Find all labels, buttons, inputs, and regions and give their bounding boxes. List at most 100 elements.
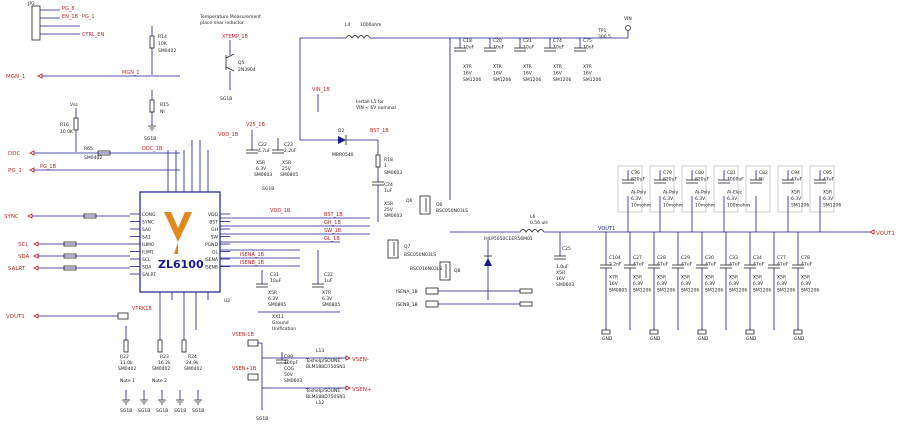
svg-text:2N3904: 2N3904 xyxy=(238,67,256,73)
resistor-r18: R18 1 SM0603 xyxy=(375,140,402,182)
ground-label: SG1B xyxy=(156,408,168,414)
output-capacitor-label: 47uF xyxy=(705,262,717,268)
svg-text:C22: C22 xyxy=(258,142,267,148)
port-vout-in[interactable]: VOUT1 xyxy=(6,313,118,320)
output-capacitor-label: 47uF xyxy=(777,262,789,268)
svg-text:10.0K: 10.0K xyxy=(60,129,74,135)
ic-pin-label: ILIM0 xyxy=(142,242,154,248)
input-capacitor-label: 10uF xyxy=(493,45,505,51)
svg-text:VSEN-1B: VSEN-1B xyxy=(232,332,254,338)
svg-text:EN_1B: EN_1B xyxy=(62,14,79,20)
ground-label: SG1B xyxy=(120,408,132,414)
ground-label: GND xyxy=(698,336,709,342)
svg-text:DDC_1B: DDC_1B xyxy=(142,146,163,152)
input-capacitor-label: XTR xyxy=(493,64,502,70)
bulk-capacitor-label: 10mohm xyxy=(631,203,651,209)
ic-zl6100: ZL6100 U2 CONGSYNCSA0SA1ILIM0ILIM1SCLSDA… xyxy=(130,140,230,330)
ic-pin-label: ILIM1 xyxy=(142,250,154,256)
svg-text:SM0402: SM0402 xyxy=(84,155,102,161)
svg-text:MGN_1: MGN_1 xyxy=(122,70,140,76)
gate-nets: BST_1B GH_1B SW_1B GL_1B ISENA_1B ISENB_… xyxy=(220,212,370,267)
port-mgn[interactable]: MGN_1 MGN_1 xyxy=(6,70,180,80)
ic-pin-label: GL xyxy=(212,250,218,256)
port-sda[interactable]: SDA xyxy=(18,253,130,260)
ground-symbol xyxy=(745,329,755,335)
svg-text:Install L5 for: Install L5 for xyxy=(356,99,384,105)
svg-text:VIN < 6V nominal: VIN < 6V nominal xyxy=(356,105,396,111)
output-capacitor-label: C28 xyxy=(657,255,666,261)
port-ddc[interactable]: DDC R65 SM0402 DDC_1B xyxy=(8,146,180,161)
svg-text:SM0603: SM0603 xyxy=(254,172,272,178)
svg-text:ISENA_1B: ISENA_1B xyxy=(396,289,418,295)
svg-text:C24: C24 xyxy=(384,182,393,188)
svg-text:R15: R15 xyxy=(160,102,169,108)
port-salrt[interactable]: SALRT xyxy=(8,265,130,272)
svg-text:1uF: 1uF xyxy=(384,188,393,194)
input-capacitor-label: SM1206 xyxy=(463,77,481,83)
bulk-capacitor-frame xyxy=(617,165,643,213)
bulk-capacitor-label: Al-Poly xyxy=(631,190,647,196)
output-capacitor-label: C78 xyxy=(801,255,810,261)
svg-text:1: 1 xyxy=(384,163,387,169)
svg-text:6.3V: 6.3V xyxy=(322,296,333,302)
svg-text:VDD_1B: VDD_1B xyxy=(218,132,239,138)
svg-text:PG_8: PG_8 xyxy=(62,6,75,12)
bulk-capacitor-label: 6.3V xyxy=(695,196,706,202)
svg-text:SM0805: SM0805 xyxy=(280,172,298,178)
port-vsenm[interactable]: VSEN- xyxy=(340,355,369,363)
svg-text:R24: R24 xyxy=(188,354,197,360)
svg-text:Ground: Ground xyxy=(272,320,289,326)
capacitor-c24: C24 1uF X5R 25V SM0603 xyxy=(372,181,402,222)
svg-text:Toshelp/SOUNE: Toshelp/SOUNE xyxy=(305,388,340,394)
svg-text:X5R: X5R xyxy=(384,201,393,207)
vin-testpoint[interactable]: VIN TP1 300.5 xyxy=(450,16,632,40)
bulk-capacitor-bank: C36820uFAl-Poly6.3V10mohmC79820uFAl-Poly… xyxy=(617,165,841,232)
resistor-r16: Vss R16 10.0K xyxy=(60,102,78,152)
bulk-capacitor-label: C82 xyxy=(759,170,768,176)
port-vsenp[interactable]: VSEN+ xyxy=(340,385,372,393)
bulk-capacitor-label: 10mohm xyxy=(695,203,715,209)
svg-text:C99: C99 xyxy=(284,354,293,360)
svg-text:SG1B: SG1B xyxy=(220,96,232,102)
svg-text:R23: R23 xyxy=(160,354,169,360)
svg-text:100pF: 100pF xyxy=(284,360,298,366)
output-capacitor-label: SM1206 xyxy=(633,288,651,294)
ground-symbol xyxy=(601,329,611,335)
transistor-q5: Temperature Measurement place near induc… xyxy=(199,14,261,102)
output-capacitor-label: SM1206 xyxy=(801,288,819,294)
svg-text:JP2: JP2 xyxy=(27,1,35,7)
ground-symbol xyxy=(649,329,659,335)
svg-text:IHLP5050CEER56M01: IHLP5050CEER56M01 xyxy=(484,236,533,242)
svg-text:4.7uF: 4.7uF xyxy=(258,148,271,154)
output-capacitor-label: 6.3V xyxy=(633,281,644,287)
output-capacitor-label: 6.3V xyxy=(729,281,740,287)
output-capacitor-label: SM1206 xyxy=(777,288,795,294)
svg-text:SG1B: SG1B xyxy=(256,416,268,422)
port-vout-out[interactable]: VOUT1 xyxy=(868,229,895,237)
svg-text:V25_1B: V25_1B xyxy=(246,122,265,128)
port-pg[interactable]: PG_1 PG_1B xyxy=(8,164,180,174)
port-sync[interactable]: SYNC xyxy=(4,213,130,220)
ic-pin-label: BST xyxy=(209,220,218,226)
svg-text:ZL6100: ZL6100 xyxy=(158,258,204,271)
svg-text:C25: C25 xyxy=(562,246,571,252)
input-capacitor-label: C75 xyxy=(583,38,592,44)
input-capacitor-label: XTR xyxy=(463,64,472,70)
bulk-capacitor-label: 47uF xyxy=(823,177,835,183)
mosfet-q8: BSC016N03LS Q8 xyxy=(410,240,492,300)
bulk-capacitor-label: 6.3V xyxy=(631,196,642,202)
output-capacitor-label: X5R xyxy=(777,275,786,281)
output-capacitor-label: C29 xyxy=(681,255,690,261)
ground-symbol xyxy=(158,399,166,405)
input-capacitor-label: C74 xyxy=(553,38,562,44)
resistor-r23: R23 16.2k SM0402 Note 2 xyxy=(152,330,171,384)
input-capacitor-label: 16V xyxy=(523,71,533,77)
svg-text:Note 1: Note 1 xyxy=(120,378,135,384)
header-jp2: JP2 PG_8 EN_1B PG_1 CTRL_EN xyxy=(27,1,104,41)
resistor-r22: R22 11.0k SM0402 Note 1 xyxy=(118,326,136,384)
output-capacitor-label: 47uF xyxy=(729,262,741,268)
svg-text:C32: C32 xyxy=(324,272,333,278)
port-scl[interactable]: SCL xyxy=(18,241,130,248)
